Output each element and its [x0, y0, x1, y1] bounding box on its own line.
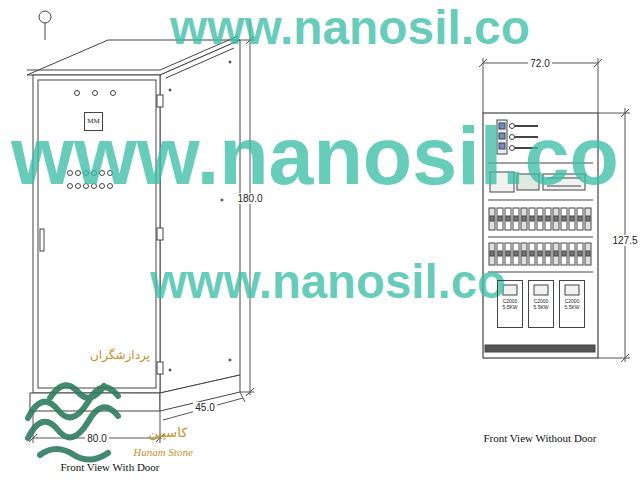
watermark: www.nanosil.co	[150, 256, 506, 308]
logo-text: کاسپین	[149, 426, 188, 440]
node-text: 5.5KW	[498, 305, 522, 311]
drive-module: C20005.5KW	[528, 280, 554, 328]
logo-text: Hunam Stone	[133, 446, 193, 458]
logo-text: پردازشگران	[90, 349, 150, 362]
node-text: MM	[87, 117, 99, 125]
view-caption: Front View With Door	[60, 461, 159, 473]
drive-module: C20005.5KW	[497, 280, 523, 328]
dimension-label: 80.0	[85, 433, 108, 444]
node-text: 5.5KW	[560, 305, 584, 311]
dimension-label: 180.0	[235, 193, 264, 204]
dimension-label: 127.5	[610, 235, 639, 246]
watermark: www.nanosil.co	[170, 2, 530, 55]
dimension-label: 45.0	[193, 402, 216, 413]
view-caption: Front View Without Door	[483, 432, 596, 444]
drive-module: C20005.5KW	[559, 280, 585, 328]
logo-mark	[28, 385, 118, 459]
node-text: 5.5KW	[529, 305, 553, 311]
dimension-label: 72.0	[528, 58, 551, 69]
meter-box: MM	[84, 112, 103, 131]
